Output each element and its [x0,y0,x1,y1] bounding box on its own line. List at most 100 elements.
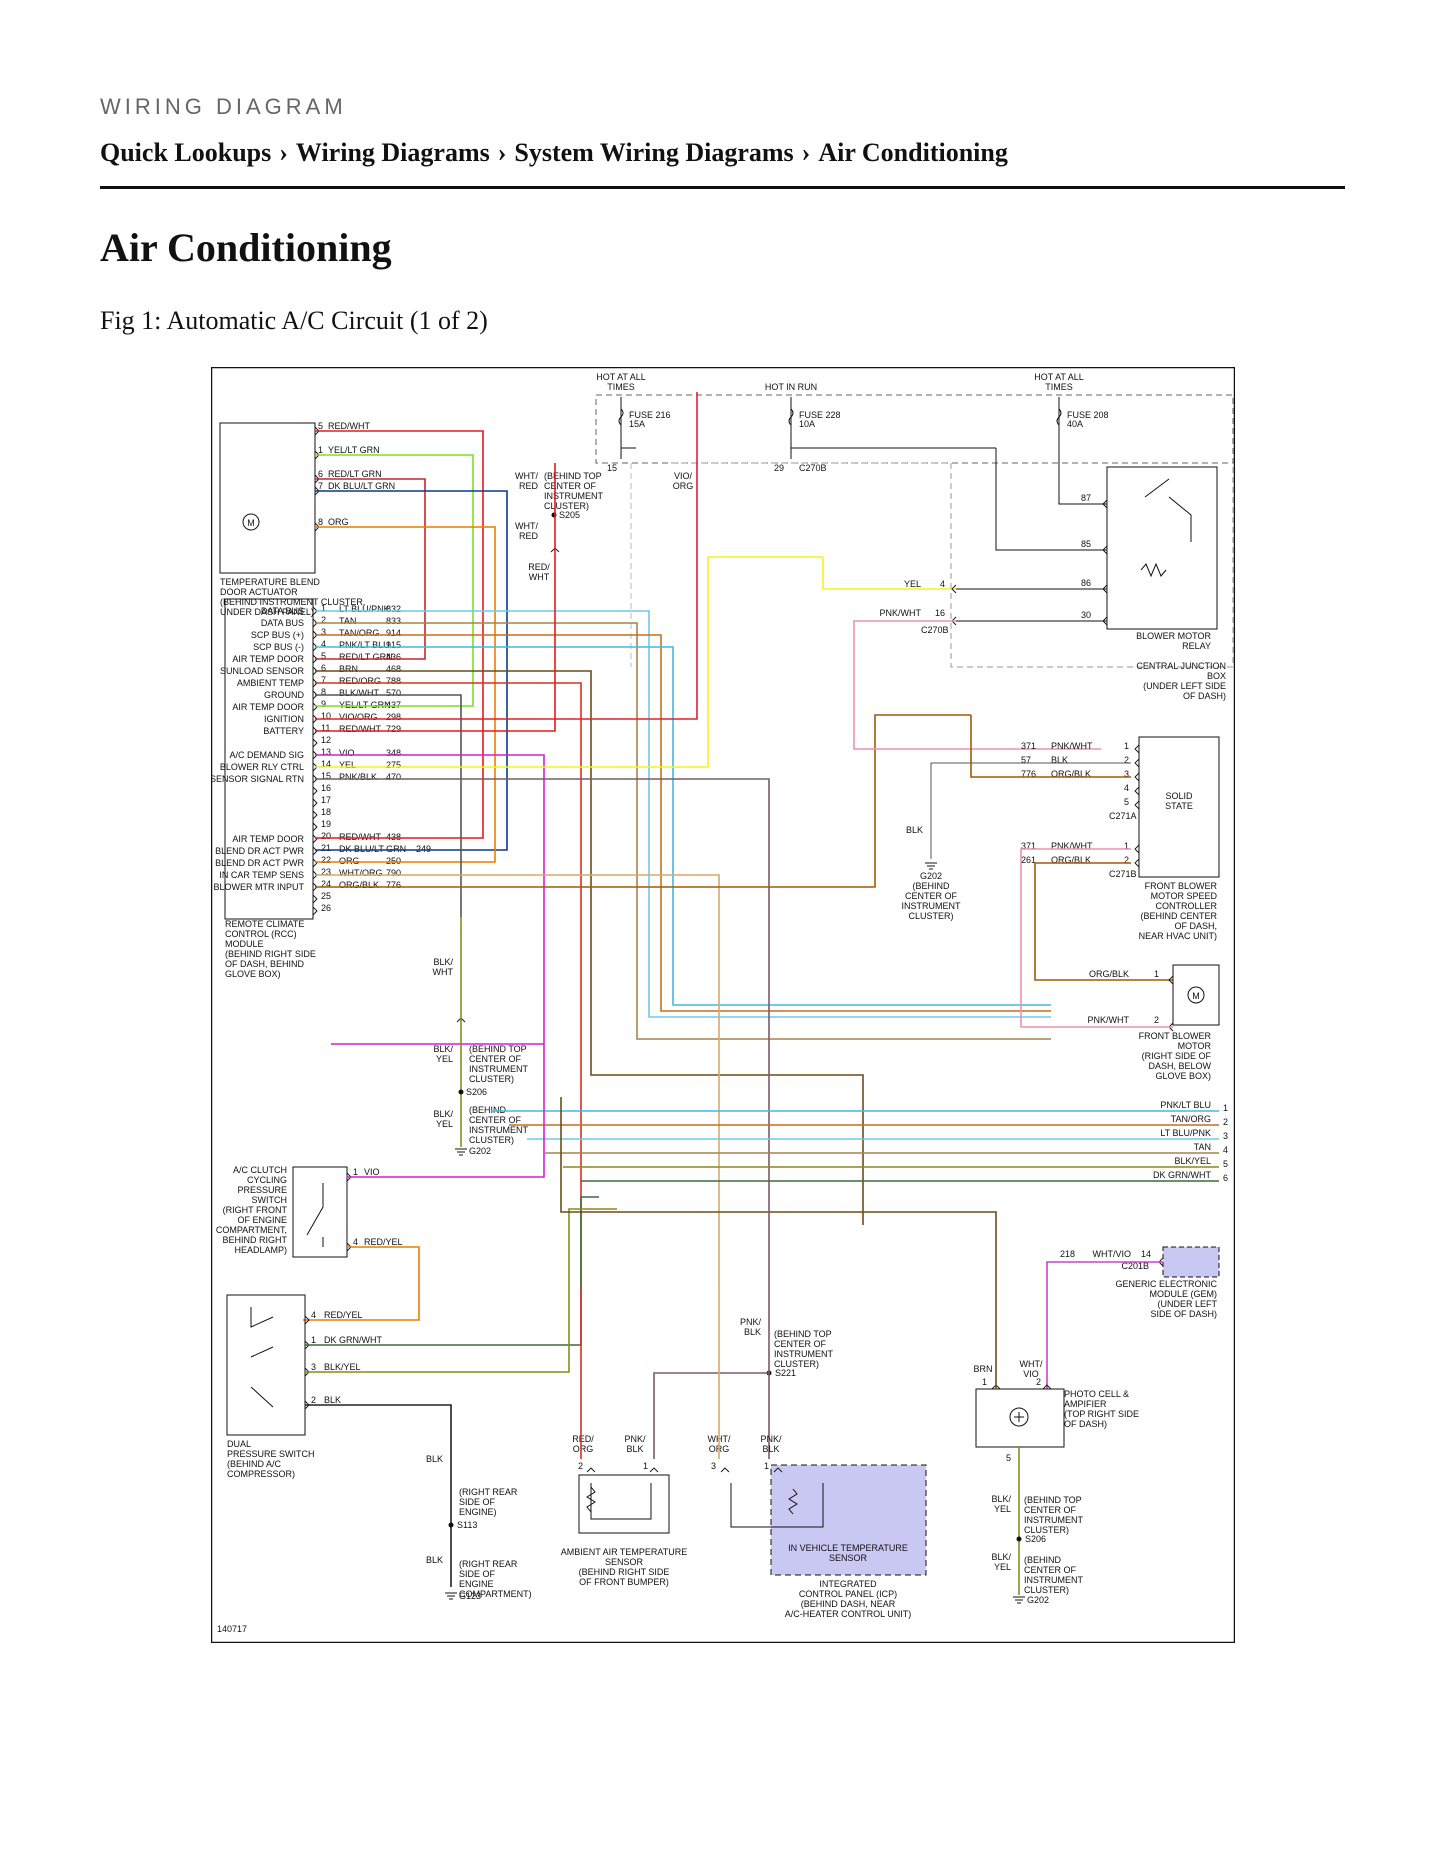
dual-pressure-switch-box [226,1294,306,1436]
dual-pressure-switch-label: (BEHIND A/C [227,1459,282,1469]
wire-wht-vio-218 [1046,1261,1163,1389]
photo-cell-box [975,1388,1065,1448]
motor-icon [242,513,260,531]
pin-number: 3 [1124,769,1129,779]
rcc-pin-name: AIR TEMP DOOR [232,654,304,664]
connector-chevron [1134,744,1140,754]
splice-location-label: INSTRUMENT [1024,1515,1083,1525]
wire-color-label: YEL [436,1054,453,1064]
splice-id: S206 [466,1087,487,1097]
speed-controller-label: FRONT BLOWER [1145,881,1218,891]
splice-location-label: CLUSTER) [469,1135,514,1145]
gem-label: SIDE OF DASH) [1150,1309,1217,1319]
breadcrumb-system-wiring-diagrams[interactable]: System Wiring Diagrams [514,138,794,167]
breadcrumb-wiring-diagrams[interactable]: Wiring Diagrams [295,138,490,167]
pin-number: 2 [1124,755,1129,765]
circuit-number: 790 [386,868,401,878]
wire-color-label: BLK/YEL [324,1362,361,1372]
connector-id: C271A [1109,811,1137,821]
connector-chevron [1134,858,1140,868]
icp-label: CONTROL PANEL (ICP) [799,1589,897,1599]
circuit-number: 57 [1021,755,1031,765]
s221-location-label: (BEHIND TOP [774,1329,832,1339]
pin-number: 25 [321,891,331,901]
wire-org-250 [315,526,496,863]
clutch-cycling-switch-label: SWITCH [252,1195,288,1205]
wire-color-label: BLK/ [433,1044,453,1054]
wire-color-label: YEL [994,1504,1011,1514]
rcc-pin-name: IN CAR TEMP SENS [219,870,304,880]
pin-number: 1 [318,445,323,455]
rcc-pin-name: SENSOR SIGNAL RTN [211,774,304,784]
ground-location-label: COMPARTMENT) [459,1589,532,1599]
splice-location-label: CLUSTER) [1024,1585,1069,1595]
front-blower-motor-label: GLOVE BOX) [1155,1071,1211,1081]
ground-location-label: (RIGHT REAR [459,1487,518,1497]
pin-number: 29 [774,463,784,473]
wire-dkgrn-wht [305,1196,599,1346]
figure-id: 140717 [217,1624,247,1634]
splice-id: S113 [457,1520,477,1530]
circuit-number: 776 [1021,769,1036,779]
fuse-symbol [788,408,794,426]
wire-color-label: DK GRN/WHT [324,1335,382,1345]
ambient-air-temp-sensor-label: OF FRONT BUMPER) [579,1577,669,1587]
front-blower-motor-label: MOTOR [1178,1041,1212,1051]
wire-color-label: YEL [994,1562,1011,1572]
wire-color-label: BLK/ [991,1494,1011,1504]
circuit-number: 788 [386,676,401,686]
central-junction-box-label: OF DASH) [1183,691,1226,701]
wire-color-label: RED/YEL [324,1310,363,1320]
ambient-air-temp-sensor-label: AMBIENT AIR TEMPERATURE [561,1547,688,1557]
speed-controller-label: OF DASH, [1174,921,1217,931]
circuit-number: 298 [386,712,401,722]
circuit-number: 438 [386,832,401,842]
breadcrumb-air-conditioning[interactable]: Air Conditioning [818,138,1008,167]
clutch-cycling-switch-label: COMPARTMENT, [216,1225,287,1235]
circuit-number: 915 [386,640,401,650]
solid-state-label: SOLID [1165,791,1193,801]
wire-color-label: BLK [762,1444,779,1454]
wire-color-label: TAN [1194,1142,1211,1152]
circuit-number: 470 [386,772,401,782]
rcc-pin-name: DATA BUS [261,606,304,616]
clutch-cycling-switch-label: A/C CLUTCH [233,1165,287,1175]
wire-color-label: RED/WHT [339,724,381,734]
pin-number: 21 [321,843,331,853]
splice-s206 [458,1089,464,1095]
clutch-cycling-switch-label: CYCLING [247,1175,287,1185]
wire-pnk-blk-470 [315,778,770,1207]
wire-color-label: PNK/ [760,1434,782,1444]
pin-number: 5 [318,421,323,431]
power-label-hot-at-all-times: TIMES [607,382,635,392]
thermistor-frame [730,1483,824,1528]
rcc-pin-name: AMBIENT TEMP [237,678,304,688]
pin-number: 86 [1081,578,1091,588]
rcc-module-label: OF DASH, BEHIND [225,959,305,969]
wire-color-label: RED [519,531,539,541]
clutch-cycling-switch-label: HEADLAMP) [234,1245,287,1255]
breadcrumb-quick-lookups[interactable]: Quick Lookups [100,138,272,167]
splice-location-label: (BEHIND [469,1105,507,1115]
temp-blend-door-actuator-box [219,422,316,574]
wire-color-label: YEL [904,579,921,589]
splice-location-label: (BEHIND TOP [544,471,602,481]
wire-red-yel [303,1246,420,1321]
rcc-module-label: CONTROL (RCC) [225,929,297,939]
ground-id: G202 [920,871,942,881]
pin-number: 14 [1141,1249,1151,1259]
connector-chevron [773,1467,783,1473]
figure-caption: Fig 1: Automatic A/C Circuit (1 of 2) [100,306,488,335]
rcc-pin-name: AIR TEMP DOOR [232,702,304,712]
pin-number: 12 [321,735,331,745]
wire-org-blk-776b [970,715,1131,778]
pin-number: 4 [311,1310,316,1320]
pin-number: 8 [318,517,323,527]
circuit-number: 250 [386,856,401,866]
rcc-pin-name: IGNITION [264,714,304,724]
wire-color-label: RED/YEL [364,1237,403,1247]
gem-label: MODULE (GEM) [1150,1289,1218,1299]
pin-number: 30 [1081,610,1091,620]
ground-id: G123 [459,1591,481,1601]
splice-location-label: CLUSTER) [1024,1525,1069,1535]
